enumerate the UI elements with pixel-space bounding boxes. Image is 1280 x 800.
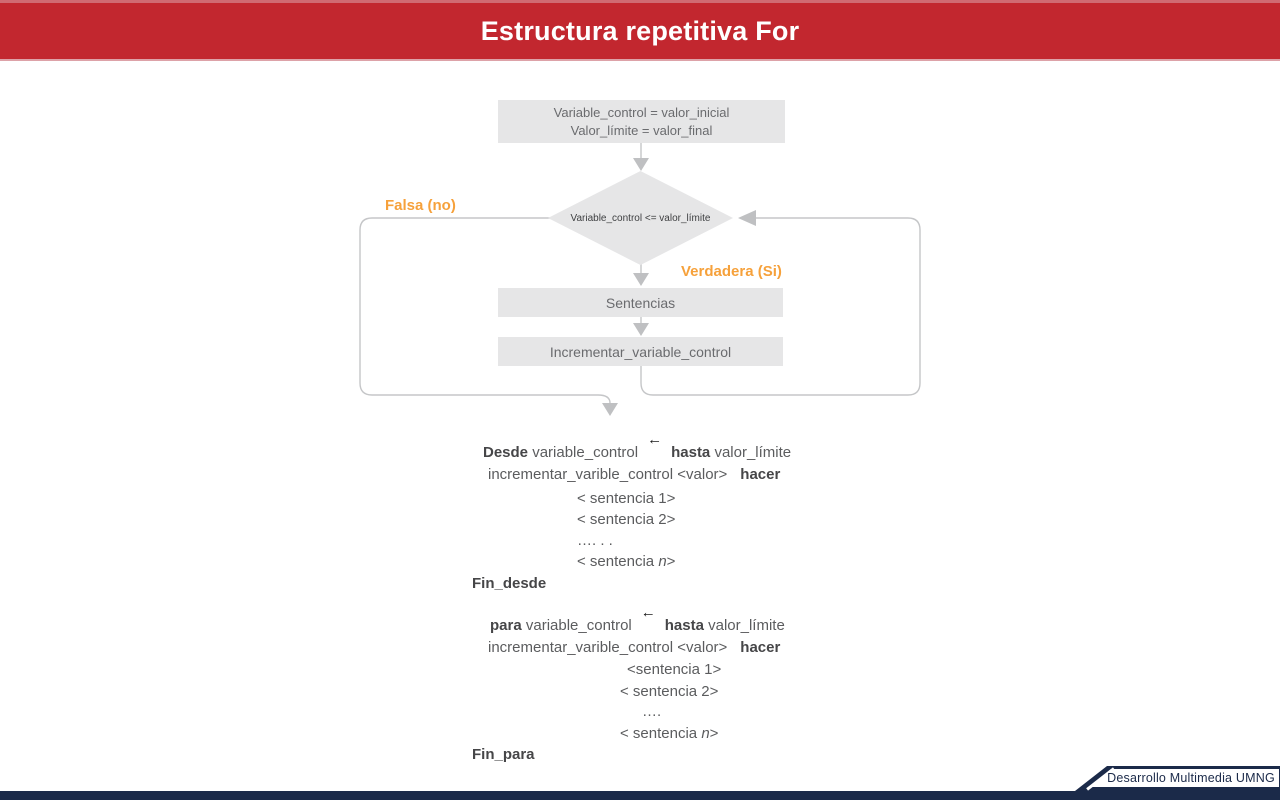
badge-white-panel: Desarrollo Multimedia UMNG [1089, 769, 1279, 787]
desde-stmt-1: < sentencia 1> [577, 490, 676, 507]
desde-increment-line: incrementar_varible_control <valor>hacer [488, 466, 781, 483]
para-increment-line: incrementar_varible_control <valor>hacer [488, 639, 781, 656]
true-branch-label: Verdadera (Si) [681, 263, 782, 280]
statements-label: Sentencias [605, 294, 676, 311]
init-box: Variable_control = valor_inicial Valor_l… [498, 100, 785, 143]
false-branch-label: Falsa (no) [385, 197, 456, 214]
init-line-1: Variable_control = valor_inicial [553, 104, 730, 120]
desde-dots: …. . . [577, 532, 613, 549]
desde-stmt-2: < sentencia 2> [577, 511, 676, 528]
assign-arrow-icon: ← [640, 604, 656, 621]
page-title: Estructura repetitiva For [480, 15, 800, 46]
left-arrow-icon [738, 210, 756, 226]
para-stmt-n: < sentencia n> [620, 725, 719, 742]
footer-bar [0, 791, 1280, 800]
increment-box: Incrementar_variable_control [498, 337, 783, 366]
init-line-2: Valor_límite = valor_final [570, 122, 713, 138]
para-stmt-1: <sentencia 1> [627, 661, 722, 678]
increment-label: Incrementar_variable_control [549, 343, 732, 360]
exit-down-arrow-icon [602, 403, 618, 416]
para-end-line: Fin_para [472, 746, 535, 763]
down-arrow-icon [633, 323, 649, 336]
footer-badge: Desarrollo Multimedia UMNG [1075, 766, 1280, 791]
down-arrow-icon [633, 273, 649, 286]
badge-navy-shape: Desarrollo Multimedia UMNG [1075, 766, 1280, 791]
header-bar: Estructura repetitiva For [0, 0, 1280, 61]
assign-arrow-icon: ← [647, 431, 663, 448]
down-arrow-icon [633, 158, 649, 171]
para-stmt-2: < sentencia 2> [620, 683, 719, 700]
desde-stmt-n: < sentencia n> [577, 553, 676, 570]
para-dots: …. [642, 703, 662, 720]
condition-label: Variable_control <= valor_límite [570, 212, 711, 224]
statements-box: Sentencias [498, 288, 783, 317]
desde-end-line: Fin_desde [472, 575, 547, 592]
desde-header-line: Desde variable_control←hasta valor_límit… [483, 431, 792, 461]
para-header-line: para variable_control←hasta valor_límite [490, 604, 785, 634]
condition-diamond: Variable_control <= valor_límite [548, 171, 733, 265]
badge-label: Desarrollo Multimedia UMNG [1107, 771, 1275, 785]
